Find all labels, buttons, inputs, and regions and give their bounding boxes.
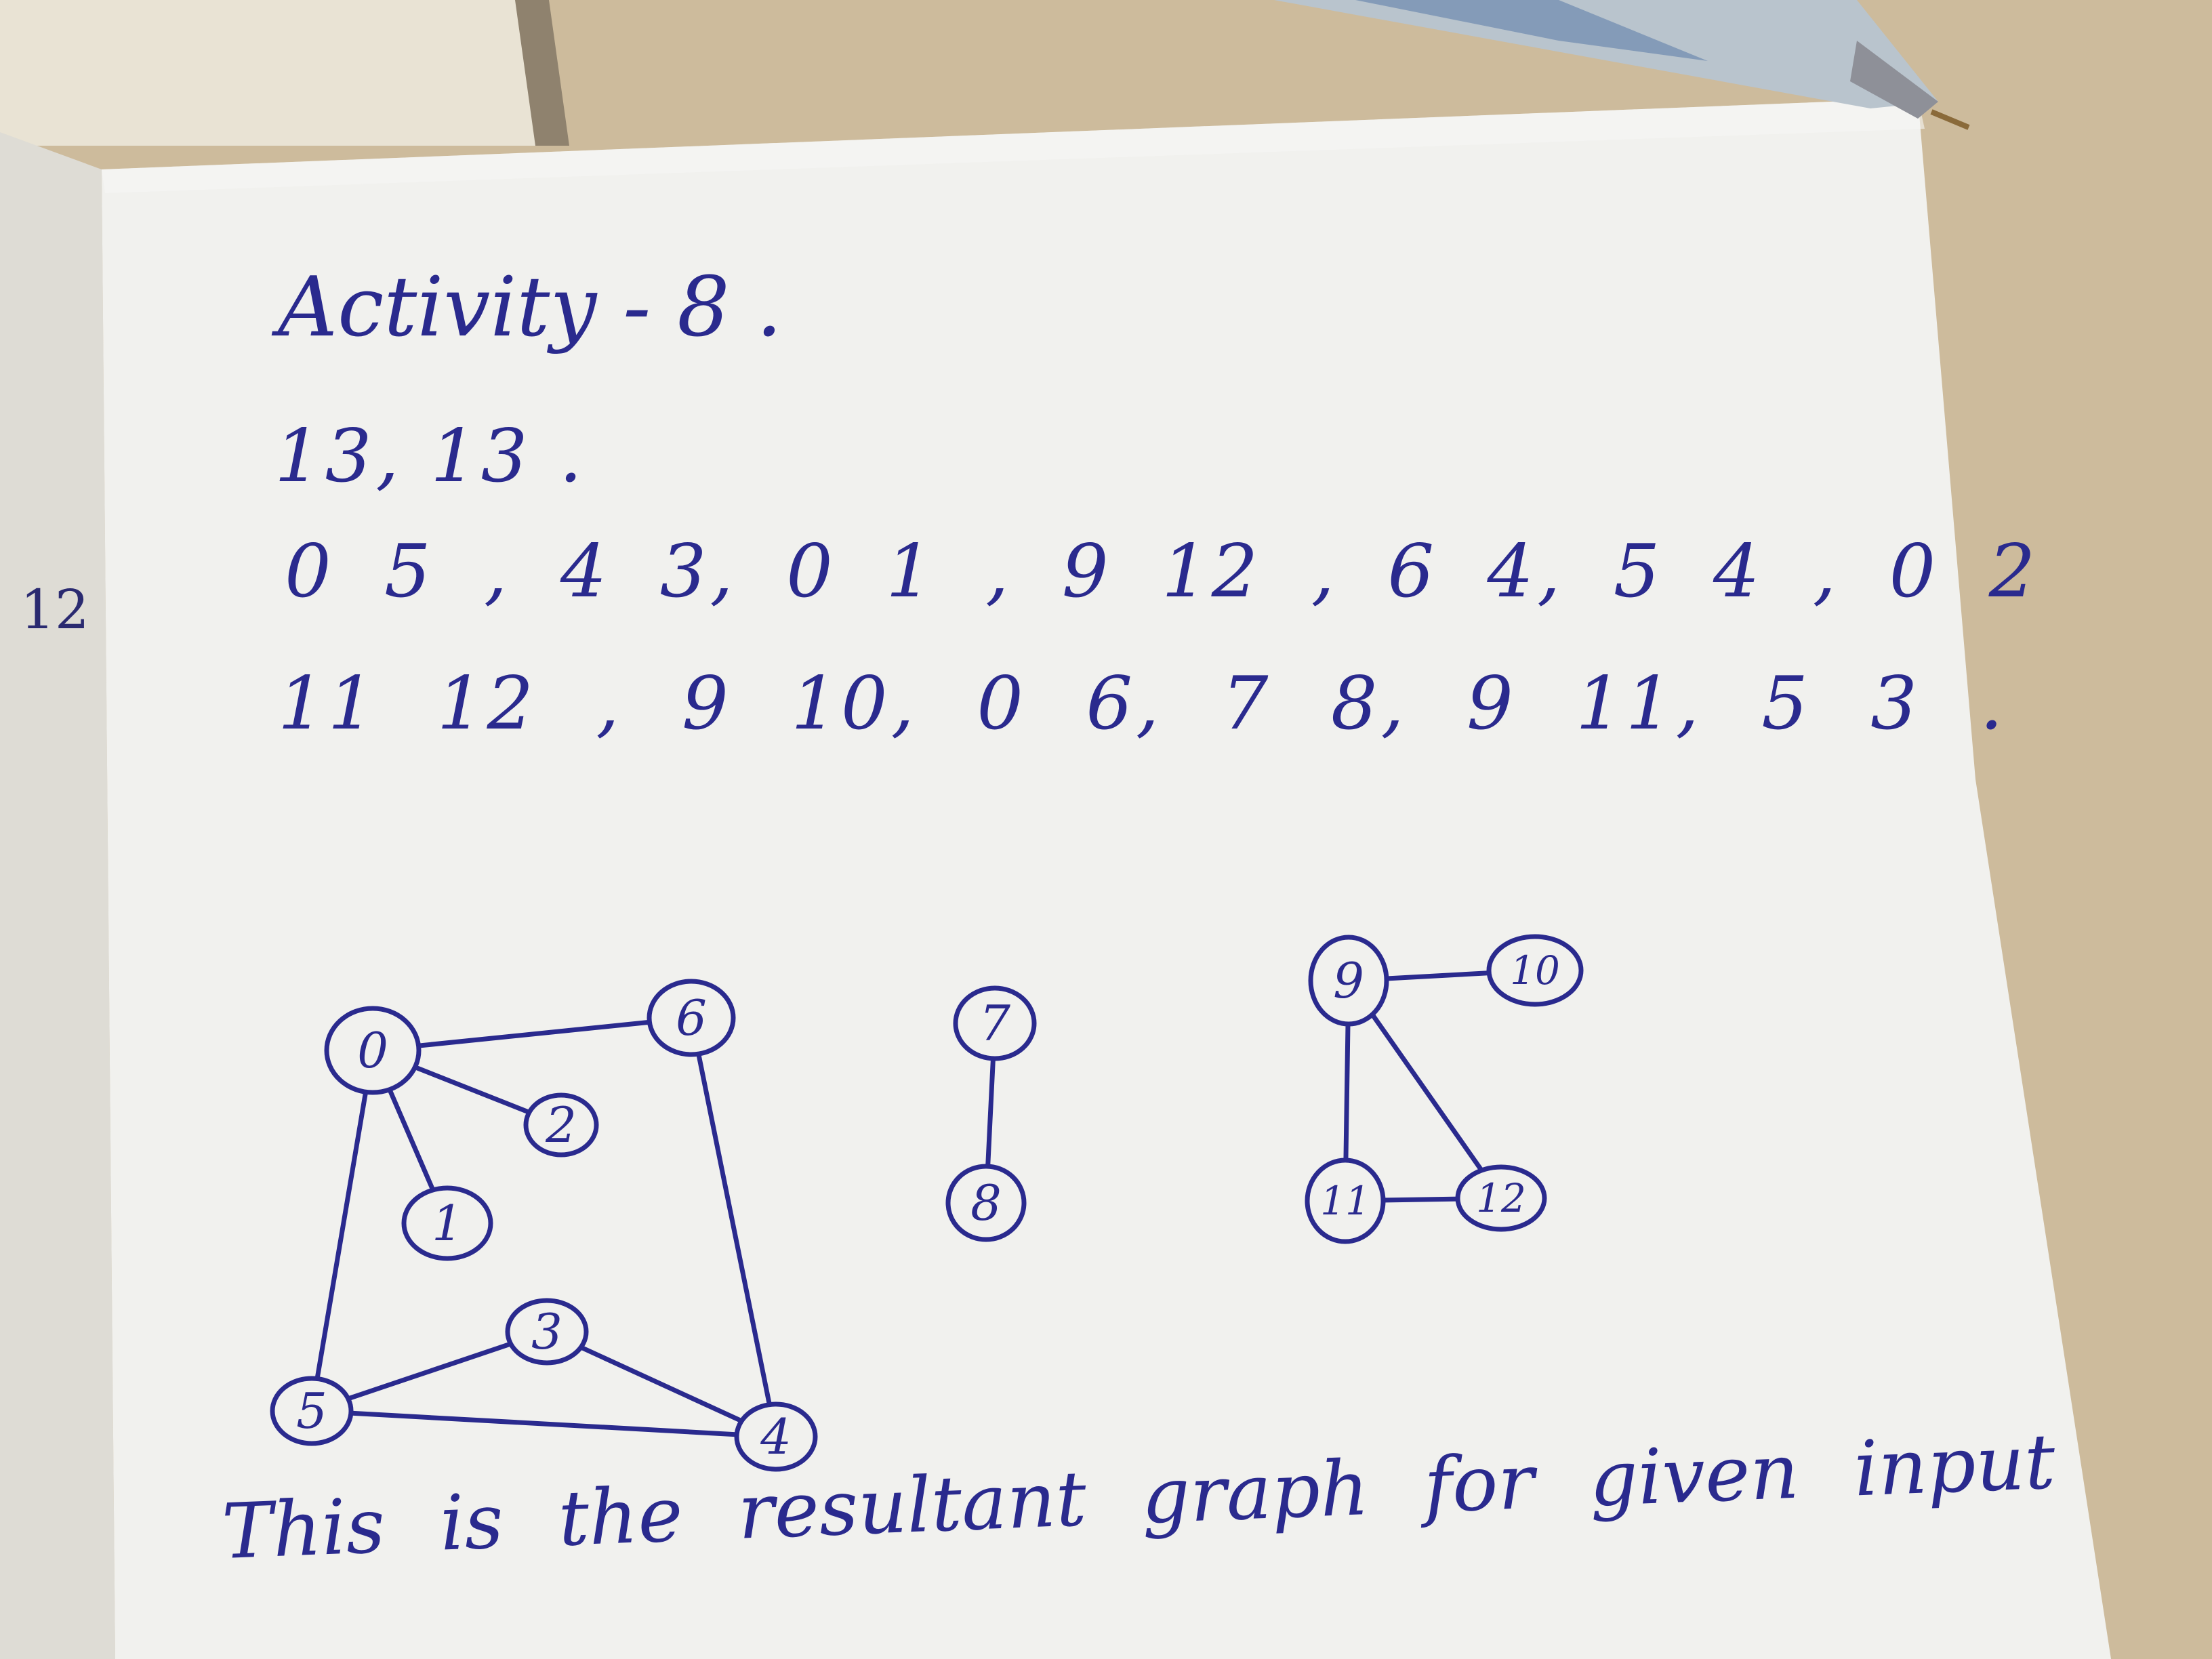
graph-node-2: 2 bbox=[523, 1092, 599, 1158]
graph-edge-9-12 bbox=[1346, 978, 1504, 1201]
page-highlight bbox=[102, 98, 1925, 193]
pen bbox=[1274, 0, 1970, 130]
graph-node-label: 7 bbox=[979, 995, 1010, 1052]
graph-node-label: 9 bbox=[1333, 952, 1364, 1009]
graph-node-label: 0 bbox=[357, 1022, 388, 1079]
graph-node-circle bbox=[1308, 935, 1389, 1027]
graph-node-fill bbox=[404, 1188, 491, 1258]
graph-node-fill bbox=[1307, 1160, 1383, 1242]
graph-node-circle bbox=[401, 1185, 493, 1261]
graph-node-label: 6 bbox=[676, 989, 707, 1046]
graph-node-circle bbox=[734, 1401, 818, 1472]
graph-node-fill bbox=[948, 1166, 1024, 1240]
graph-node-circle bbox=[647, 979, 736, 1057]
graph-node-circle bbox=[523, 1092, 599, 1158]
graph-node-fill bbox=[272, 1378, 351, 1443]
graph-node-6: 6 bbox=[647, 979, 736, 1057]
graph-edge-0-6 bbox=[370, 1015, 694, 1053]
panel-seam bbox=[515, 0, 569, 146]
graph-node-label: 1 bbox=[432, 1195, 463, 1252]
graph-edge-5-4 bbox=[309, 1408, 779, 1439]
graph-node-label: 12 bbox=[1476, 1175, 1526, 1221]
graph-node-label: 8 bbox=[970, 1174, 1002, 1231]
graph-node-circle bbox=[505, 1298, 589, 1366]
graph-node-10: 10 bbox=[1486, 934, 1584, 1007]
graph-node-4: 4 bbox=[734, 1401, 818, 1472]
graph-edge-6-4 bbox=[689, 1015, 779, 1439]
graph-node-fill bbox=[1458, 1167, 1544, 1229]
graph-node-label: 10 bbox=[1510, 947, 1560, 994]
graph-edge-5-3 bbox=[309, 1329, 550, 1414]
graph-node-3: 3 bbox=[505, 1298, 589, 1366]
notebook-right-page bbox=[102, 98, 2111, 1659]
graph-node-circle bbox=[324, 1006, 422, 1095]
edge-list-line-1: 0 5 , 4 3, 0 1 , 9 12 , 6 4, 5 4 , 0 2 bbox=[285, 529, 2039, 614]
graph-edge-4-3 bbox=[544, 1329, 779, 1439]
graph-node-fill bbox=[956, 988, 1034, 1059]
graph-node-1: 1 bbox=[401, 1185, 493, 1261]
graph-node-fill bbox=[508, 1300, 586, 1363]
notebook-left-page bbox=[0, 132, 115, 1659]
graph-node-8: 8 bbox=[945, 1164, 1027, 1242]
graph-node-circle bbox=[1455, 1164, 1547, 1232]
graph-node-fill bbox=[1311, 937, 1387, 1024]
graph-node-fill bbox=[1489, 937, 1581, 1004]
header-line: 13, 13 . bbox=[274, 414, 587, 499]
graph-node-11: 11 bbox=[1305, 1158, 1386, 1244]
graph-node-5: 5 bbox=[270, 1376, 354, 1446]
graph-node-label: 2 bbox=[545, 1097, 577, 1153]
graph-node-12: 12 bbox=[1455, 1164, 1547, 1232]
graph-node-fill bbox=[737, 1404, 815, 1469]
graph-node-circle bbox=[1486, 934, 1584, 1007]
graph-node-fill bbox=[649, 981, 733, 1054]
graph-node-circle bbox=[945, 1164, 1027, 1242]
graph-node-circle bbox=[953, 985, 1037, 1061]
margin-note: 12 bbox=[20, 578, 89, 641]
graph-node-label: 5 bbox=[296, 1382, 327, 1439]
graph-node-circle bbox=[270, 1376, 354, 1446]
graph-node-label: 3 bbox=[531, 1303, 562, 1360]
graph-edge-0-5 bbox=[309, 1048, 375, 1414]
graph-node-label: 11 bbox=[1320, 1178, 1370, 1224]
white-tabletop-panel bbox=[0, 0, 562, 146]
graph-node-0: 0 bbox=[324, 1006, 422, 1095]
graph-node-fill bbox=[327, 1008, 419, 1092]
graph-node-label: 4 bbox=[760, 1408, 792, 1465]
graph-node-9: 9 bbox=[1308, 935, 1389, 1027]
graph-node-circle bbox=[1305, 1158, 1386, 1244]
page-title: Activity - 8 . bbox=[278, 259, 783, 355]
edge-list-line-2: 11 12 , 9 10, 0 6, 7 8, 9 11, 5 3 . bbox=[278, 661, 2007, 746]
graph-node-fill bbox=[526, 1095, 596, 1155]
graph-node-7: 7 bbox=[953, 985, 1037, 1061]
